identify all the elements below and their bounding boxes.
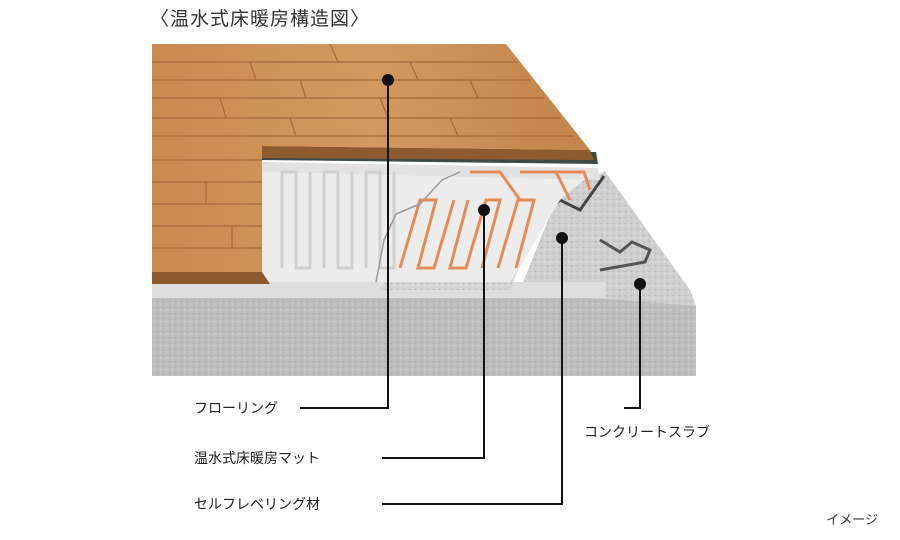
flooring	[152, 43, 594, 284]
mat-channels	[280, 170, 396, 270]
leader-heating-mat	[382, 210, 485, 459]
dot-heating-mat	[478, 204, 490, 216]
label-self-leveling: セルフレベリング材	[194, 497, 320, 513]
leader-concrete-slab	[624, 284, 641, 409]
leader-flooring	[300, 80, 389, 409]
image-note: イメージ	[826, 513, 878, 528]
dot-concrete-slab	[634, 278, 646, 290]
leader-self-leveling	[382, 238, 563, 505]
heating-mat	[262, 162, 600, 283]
dot-self-leveling	[556, 232, 568, 244]
concrete-slab	[152, 170, 696, 376]
leader-dots	[382, 74, 646, 290]
label-flooring: フローリング	[194, 401, 278, 417]
diagram-title: 〈温水式床暖房構造図〉	[150, 8, 371, 30]
leader-lines	[300, 80, 641, 505]
label-concrete-slab: コンクリートスラブ	[584, 425, 710, 441]
dot-flooring	[382, 74, 394, 86]
plank-lines	[152, 43, 574, 249]
label-heating-mat: 温水式床暖房マット	[194, 451, 320, 467]
hot-water-pipes	[398, 170, 592, 270]
